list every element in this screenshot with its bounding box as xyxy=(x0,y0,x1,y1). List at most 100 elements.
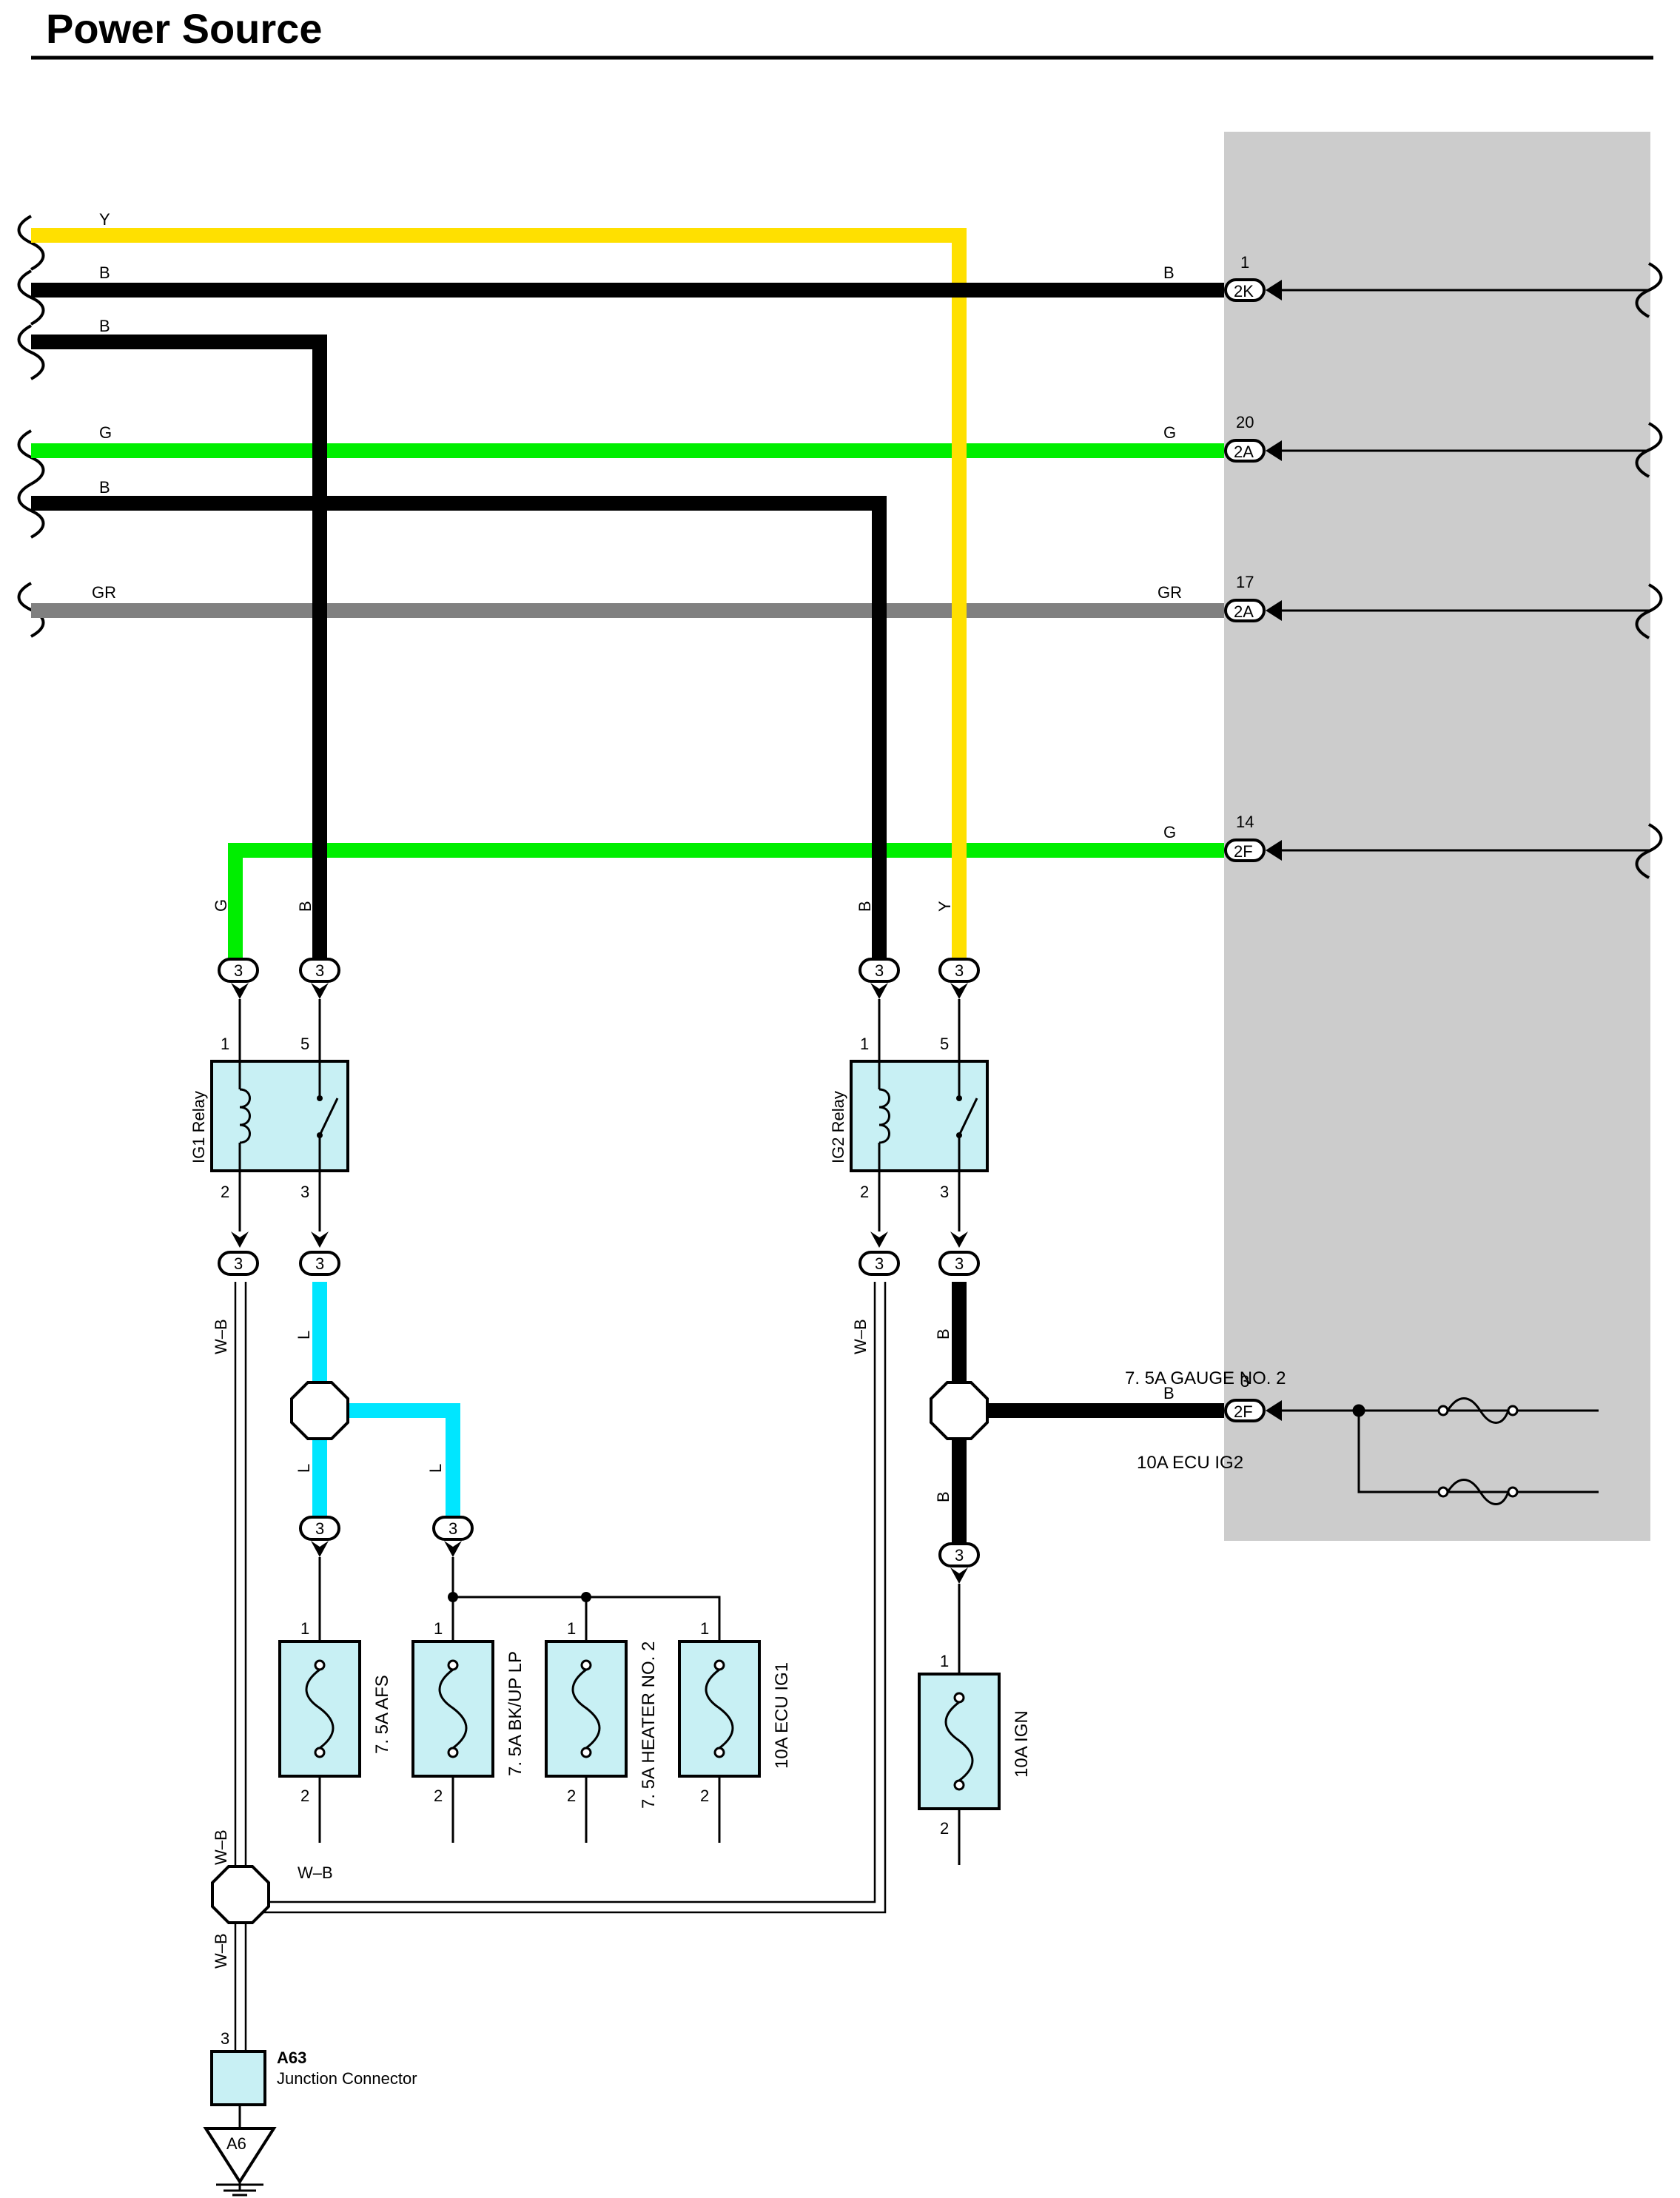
wire-label-l-lower1: L xyxy=(295,1464,313,1473)
fuse-label: 7. 5A AFS xyxy=(372,1675,392,1754)
jb-fuse-label-gauge: 7. 5A GAUGE NO. 2 xyxy=(1125,1368,1286,1388)
jb-connector-pin: 17 xyxy=(1236,573,1254,591)
junction-pin: 3 xyxy=(221,2029,229,2048)
jb-connector-id: 2K xyxy=(1234,282,1254,300)
svg-text:2: 2 xyxy=(940,1819,949,1838)
connector-3-bkup: 3 xyxy=(432,1516,474,1541)
left-break-marks xyxy=(17,215,45,638)
wire-label-b-vert1: B xyxy=(296,901,315,912)
fuse-heater-no2: 1 2 7. 5A HEATER NO. 2 xyxy=(545,1619,659,1809)
connector-3-b-top: 3 xyxy=(299,958,340,983)
svg-text:3: 3 xyxy=(875,961,884,980)
connector-3-ig1-2: 3 xyxy=(218,1251,259,1276)
wb-wires xyxy=(234,1282,887,2065)
relay-pin-5: 5 xyxy=(300,1035,309,1053)
wire-label-wb-junction-bottom: W–B xyxy=(212,1933,230,1969)
svg-text:1: 1 xyxy=(300,1619,309,1638)
wire-label-b1-top: B xyxy=(99,263,110,282)
connector-3-g-top: 3 xyxy=(218,958,259,983)
svg-text:1: 1 xyxy=(700,1619,709,1638)
fuse-bkup-lp: 1 2 7. 5A BK/UP LP xyxy=(411,1619,525,1805)
splice-dot xyxy=(581,1592,591,1602)
splice-octagon-wb xyxy=(211,1865,270,1924)
wire-label-g-2a: G xyxy=(1163,423,1176,442)
fuse-label: 10A IGN xyxy=(1012,1710,1032,1778)
wire-label-b-right2: B xyxy=(934,1491,952,1502)
connector-3-ig2-2: 3 xyxy=(859,1251,900,1276)
svg-text:1: 1 xyxy=(567,1619,576,1638)
ground-id: A6 xyxy=(226,2134,246,2153)
jb-connector-2k: 1 2K xyxy=(1224,253,1282,302)
fuse-label: 7. 5A HEATER NO. 2 xyxy=(639,1641,659,1809)
svg-text:2: 2 xyxy=(567,1787,576,1805)
connector-arrows xyxy=(231,983,968,1584)
junction-block-panel xyxy=(1224,132,1650,1541)
junction-name: Junction Connector xyxy=(277,2069,417,2088)
relay-pin-1: 1 xyxy=(860,1035,869,1053)
relay-pin-5: 5 xyxy=(940,1035,949,1053)
fuse-label: 10A ECU IG1 xyxy=(772,1662,792,1769)
wire-label-y-top: Y xyxy=(99,210,110,229)
wire-label-wb-right: W–B xyxy=(851,1319,870,1354)
fuse-afs: 1 2 7. 5A AFS xyxy=(278,1619,392,1805)
wire-label-g-2f14: G xyxy=(1163,823,1176,841)
jb-fuse-ecu-ig2-icon xyxy=(1437,1479,1519,1505)
connector-3-b2-top: 3 xyxy=(859,958,900,983)
connector-3-ign: 3 xyxy=(938,1542,980,1567)
svg-text:3: 3 xyxy=(315,961,324,980)
jb-connector-2a-20: 20 2A xyxy=(1224,413,1282,463)
splice-octagon-b xyxy=(930,1381,989,1440)
ground-symbol: A6 xyxy=(203,2127,277,2197)
svg-text:3: 3 xyxy=(234,1254,243,1273)
ig1-relay: 1 5 2 3 IG1 Relay xyxy=(189,1035,349,1201)
wire-label-b3-top: B xyxy=(99,478,110,497)
svg-text:2: 2 xyxy=(700,1787,709,1805)
jb-connector-2f-3: 3 2F xyxy=(1224,1372,1282,1422)
connector-3-y-top: 3 xyxy=(938,958,980,983)
wire-y xyxy=(31,228,967,959)
relay-pin-3: 3 xyxy=(300,1183,309,1201)
jb-connector-pin: 20 xyxy=(1236,413,1254,431)
svg-text:3: 3 xyxy=(955,961,964,980)
svg-text:3: 3 xyxy=(448,1519,457,1538)
jb-connector-2f-14: 14 2F xyxy=(1224,813,1282,862)
svg-text:2: 2 xyxy=(434,1787,443,1805)
wire-label-gr-top: GR xyxy=(92,583,116,602)
wire-label-b-vert2: B xyxy=(856,901,874,912)
relay-pin-2: 2 xyxy=(860,1183,869,1201)
wire-label-gr-2a: GR xyxy=(1157,583,1182,602)
connector-3-ig1-3: 3 xyxy=(299,1251,340,1276)
wire-l-branch xyxy=(320,1403,460,1520)
jb-connector-2a-17: 17 2A xyxy=(1224,573,1282,622)
splice-octagon-l xyxy=(290,1381,349,1440)
svg-text:3: 3 xyxy=(315,1519,324,1538)
svg-text:3: 3 xyxy=(315,1254,324,1273)
jb-connector-id: 2F xyxy=(1234,842,1253,861)
relay-pin-1: 1 xyxy=(221,1035,229,1053)
jb-connector-id: 2A xyxy=(1234,602,1254,621)
wire-label-g-top: G xyxy=(99,423,112,442)
wire-label-wb-left: W–B xyxy=(212,1319,230,1354)
wire-b-ig1 xyxy=(31,335,327,959)
relay-name: IG2 Relay xyxy=(829,1091,847,1163)
jb-connector-id: 2A xyxy=(1234,443,1254,461)
jb-fuse-gauge-icon xyxy=(1437,1397,1519,1424)
wire-b-ig2 xyxy=(31,496,887,959)
svg-text:3: 3 xyxy=(955,1254,964,1273)
wire-label-b2-top: B xyxy=(99,317,110,335)
wire-label-g-vert: G xyxy=(212,899,230,912)
relay-pin-2: 2 xyxy=(221,1183,229,1201)
jb-connector-id: 2F xyxy=(1234,1402,1253,1421)
fuse-ecu-ig1: 1 2 10A ECU IG1 xyxy=(678,1619,792,1805)
wire-g-relay xyxy=(228,843,1224,959)
wire-label-wb-junction-top: W–B xyxy=(212,1829,230,1865)
connector-3-nodes: 3 3 3 3 3 3 3 3 3 3 3 xyxy=(218,958,980,1567)
wire-label-b-right1: B xyxy=(934,1328,952,1340)
jb-connector-pin: 14 xyxy=(1236,813,1254,831)
junction-id: A63 xyxy=(277,2049,306,2067)
splice-dot xyxy=(448,1592,458,1602)
ig2-relay: 1 5 2 3 IG2 Relay xyxy=(829,1035,989,1201)
relay-name: IG1 Relay xyxy=(189,1091,208,1163)
jb-fuse-label-ecu-ig2: 10A ECU IG2 xyxy=(1137,1453,1243,1473)
